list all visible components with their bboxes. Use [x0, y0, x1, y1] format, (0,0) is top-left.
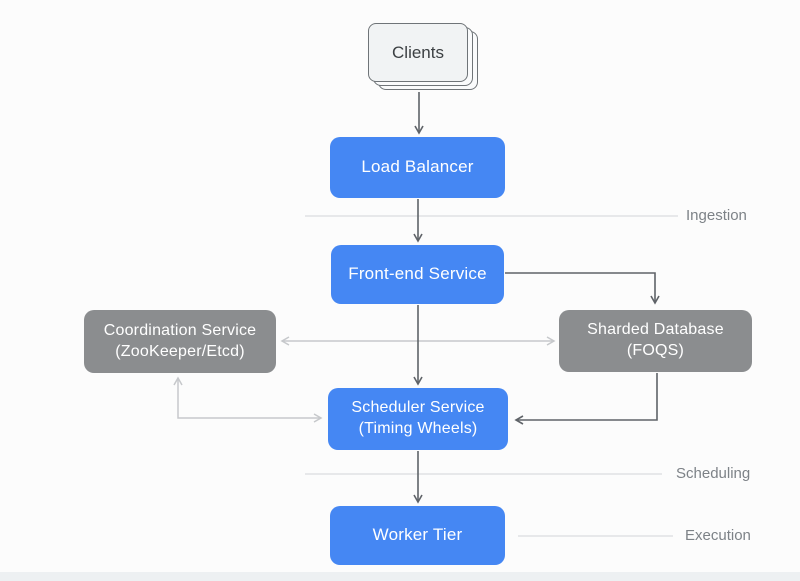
arrow-sharded-database-to-scheduler	[514, 373, 658, 425]
arrow-coordination-scheduler-bidirectional	[173, 376, 323, 423]
bottom-strip	[0, 572, 800, 581]
coordination-service-sublabel: (ZooKeeper/Etcd)	[115, 342, 245, 360]
worker-tier-label: Worker Tier	[372, 525, 463, 545]
node-scheduler-service: Scheduler Service (Timing Wheels)	[328, 388, 508, 450]
stage-label-scheduling: Scheduling	[676, 465, 751, 482]
scheduler-service-sublabel: (Timing Wheels)	[358, 420, 478, 437]
node-load-balancer: Load Balancer	[330, 137, 505, 198]
node-clients: Clients	[368, 23, 480, 92]
node-worker-tier: Worker Tier	[330, 506, 505, 565]
node-sharded-database: Sharded Database (FOQS)	[559, 310, 752, 372]
clients-label: Clients	[392, 42, 444, 62]
load-balancer-label: Load Balancer	[361, 157, 474, 177]
clients-card-front: Clients	[368, 23, 468, 82]
stage-label-ingestion: Ingestion	[686, 207, 747, 224]
sharded-database-label: Sharded Database	[587, 321, 724, 339]
coordination-service-label: Coordination Service	[103, 321, 257, 339]
node-frontend-service: Front-end Service	[331, 245, 504, 304]
arrow-frontend-to-sharded-database	[505, 272, 660, 305]
sharded-database-sublabel: (FOQS)	[626, 342, 685, 359]
scheduler-service-label: Scheduler Service	[351, 399, 485, 417]
stage-label-execution: Execution	[685, 527, 751, 544]
node-coordination-service: Coordination Service (ZooKeeper/Etcd)	[84, 310, 276, 373]
frontend-service-label: Front-end Service	[348, 264, 487, 284]
